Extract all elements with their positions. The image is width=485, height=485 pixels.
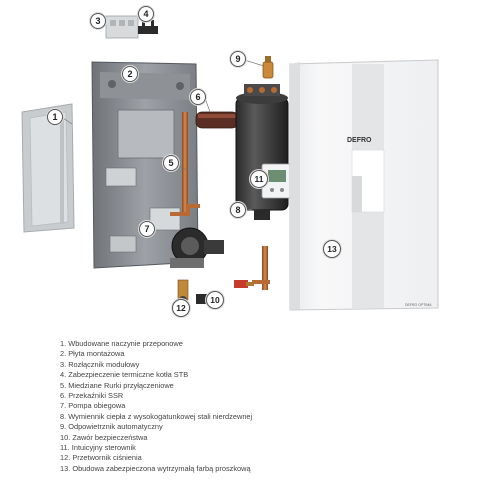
callout-1: 1 [47, 109, 63, 125]
modular-disconnector [105, 15, 139, 39]
callout-6: 6 [190, 89, 206, 105]
expansion-vessel [21, 103, 75, 233]
callout-2: 2 [122, 66, 138, 82]
legend-item: 10. Zawór bezpieczeństwa [60, 432, 148, 442]
callout-11: 11 [250, 170, 268, 188]
legend-item: 7. Pompa obiegowa [60, 401, 126, 411]
legend-item: 12. Przetwornik ciśnienia [60, 453, 142, 463]
callout-4: 4 [138, 6, 154, 22]
callout-10: 10 [206, 291, 224, 309]
housing-label: DEFRO OPTIMA [405, 303, 432, 307]
legend-item: 6. Przekaźniki SSR [60, 391, 124, 401]
pipe-fitting [234, 280, 254, 288]
boiler-exploded-illustration: DEFRO DEFRO OPTIMA [21, 15, 439, 311]
legend-item: 9. Odpowietrznik automatyczny [60, 422, 163, 432]
callout-13: 13 [323, 240, 341, 258]
legend-item: 5. Miedziane Rurki przyłączeniowe [60, 380, 174, 390]
exploded-view-diagram: DEFRO DEFRO OPTIMA 1 2 3 4 5 6 7 8 9 10 … [21, 6, 439, 317]
housing: DEFRO DEFRO OPTIMA [289, 59, 439, 311]
air-vent [262, 56, 274, 79]
callout-8: 8 [230, 202, 246, 218]
brand-logo: DEFRO [347, 137, 372, 144]
legend-item: 8. Wymiennik ciepła z wysokogatunkowej s… [60, 411, 253, 421]
callout-7: 7 [139, 221, 155, 237]
legend-item: 11. Intuicyjny sterownik [60, 443, 136, 453]
callout-12: 12 [172, 299, 190, 317]
copper-pipes [170, 112, 270, 290]
heat-exchanger [235, 84, 289, 220]
callout-5: 5 [163, 155, 179, 171]
legend-item: 2. Płyta montażowa [60, 349, 125, 359]
legend-item: 4. Zabezpieczenie termiczne kotła STB [60, 370, 189, 380]
circulation-pump [170, 227, 224, 268]
ssr-relays [195, 111, 239, 129]
parts-legend: 1. Wbudowane naczynie przeponowe 2. Płyt… [60, 339, 480, 474]
callout-3: 3 [90, 13, 106, 29]
legend-item: 3. Rozłącznik modułowy [60, 359, 140, 369]
stb-thermal-fuse [138, 20, 158, 34]
legend-item: 1. Wbudowane naczynie przeponowe [60, 339, 183, 348]
callout-9: 9 [230, 51, 246, 67]
legend-item: 13. Obudowa zabezpieczona wytrzymałą far… [60, 463, 251, 473]
